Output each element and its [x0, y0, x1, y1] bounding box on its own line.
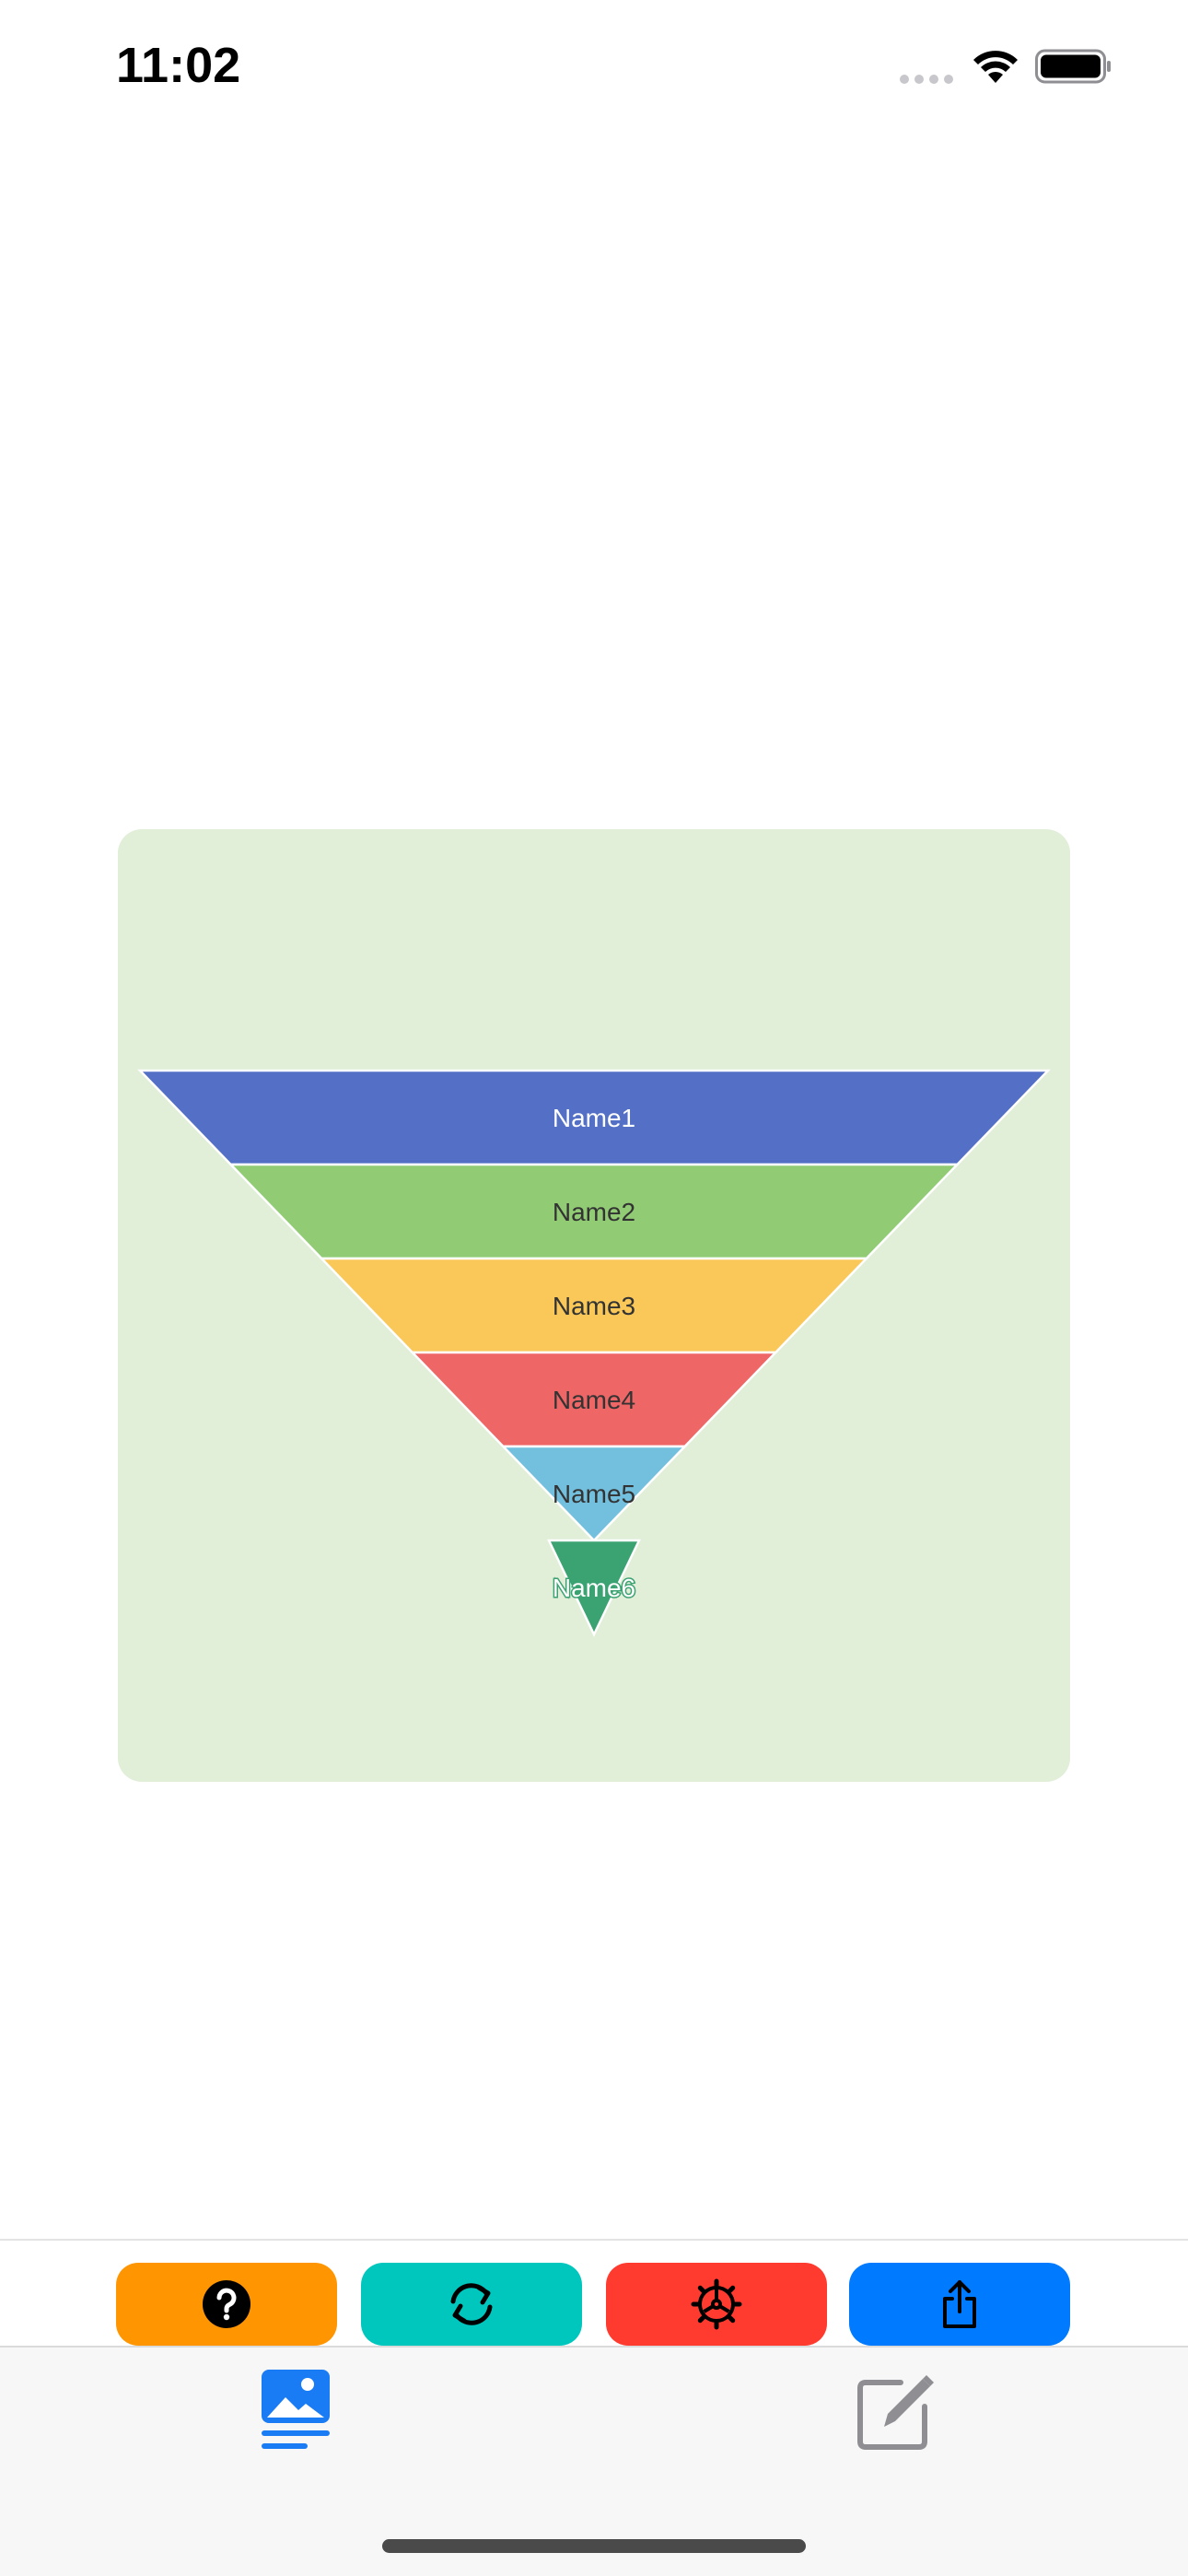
gear-icon	[691, 2278, 742, 2330]
cellular-signal-icon	[900, 75, 953, 84]
funnel-label-4: Name4	[553, 1386, 635, 1414]
funnel-segment-5[interactable]	[500, 1445, 688, 1542]
wifi-icon	[973, 51, 1018, 83]
settings-button[interactable]	[606, 2263, 827, 2346]
battery-icon	[1035, 49, 1111, 84]
tab-compose[interactable]	[851, 2366, 934, 2458]
help-button[interactable]	[116, 2263, 337, 2346]
share-icon	[943, 2280, 976, 2328]
tab-gallery[interactable]	[254, 2366, 337, 2458]
funnel-label-1: Name1	[553, 1104, 635, 1132]
photo-list-icon	[262, 2370, 330, 2449]
funnel-label-6: Name6	[553, 1574, 635, 1602]
refresh-button[interactable]	[361, 2263, 582, 2346]
status-bar: 11:02	[0, 0, 1188, 138]
funnel-label-2: Name2	[553, 1198, 635, 1226]
refresh-icon	[450, 2283, 493, 2325]
tab-bar	[0, 2346, 1188, 2576]
question-circle-icon	[203, 2280, 250, 2328]
compose-icon	[857, 2375, 934, 2450]
action-toolbar	[0, 2239, 1188, 2348]
funnel-label-3: Name3	[553, 1292, 635, 1320]
funnel-label-5: Name5	[553, 1480, 635, 1508]
funnel-segment-6[interactable]	[547, 1539, 641, 1637]
share-button[interactable]	[849, 2263, 1070, 2346]
home-indicator	[382, 2539, 806, 2553]
status-time: 11:02	[116, 38, 241, 93]
